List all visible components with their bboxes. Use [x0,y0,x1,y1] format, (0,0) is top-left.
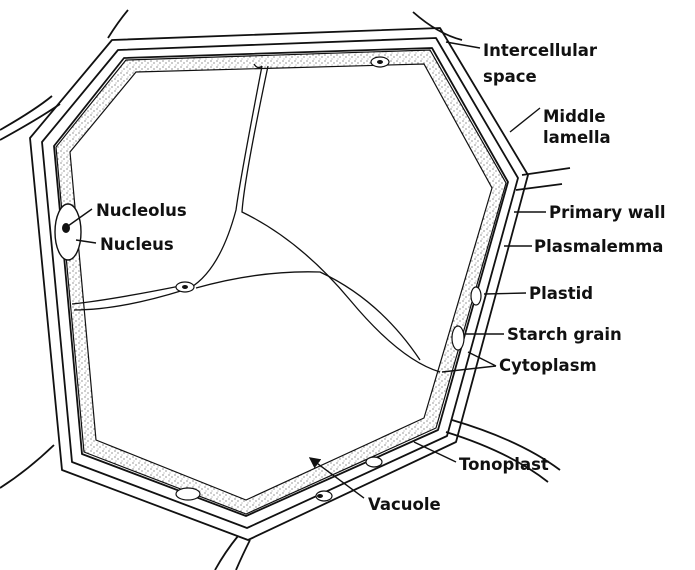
label-cytoplasm: Cytoplasm [499,356,597,375]
label-starch-grain: Starch grain [507,325,622,344]
label-vacuole: Vacuole [368,495,441,514]
label-primary-wall: Primary wall [549,203,666,222]
label-tonoplast: Tonoplast [459,455,549,474]
label-nucleolus: Nucleolus [96,201,187,220]
starch-grain-shape [452,326,464,350]
label-nucleus: Nucleus [100,235,174,254]
nucleolus-shape [62,223,70,233]
label-intercellular-space-2: space [483,67,537,86]
cytoplasm-layer [56,50,506,514]
label-intercellular-space-1: Intercellular [483,41,598,60]
label-plasmalemma: Plasmalemma [534,237,663,256]
label-plastid: Plastid [529,284,593,303]
label-middle-lamella-2: lamella [543,128,611,147]
label-middle-lamella-1: Middle [543,107,606,126]
